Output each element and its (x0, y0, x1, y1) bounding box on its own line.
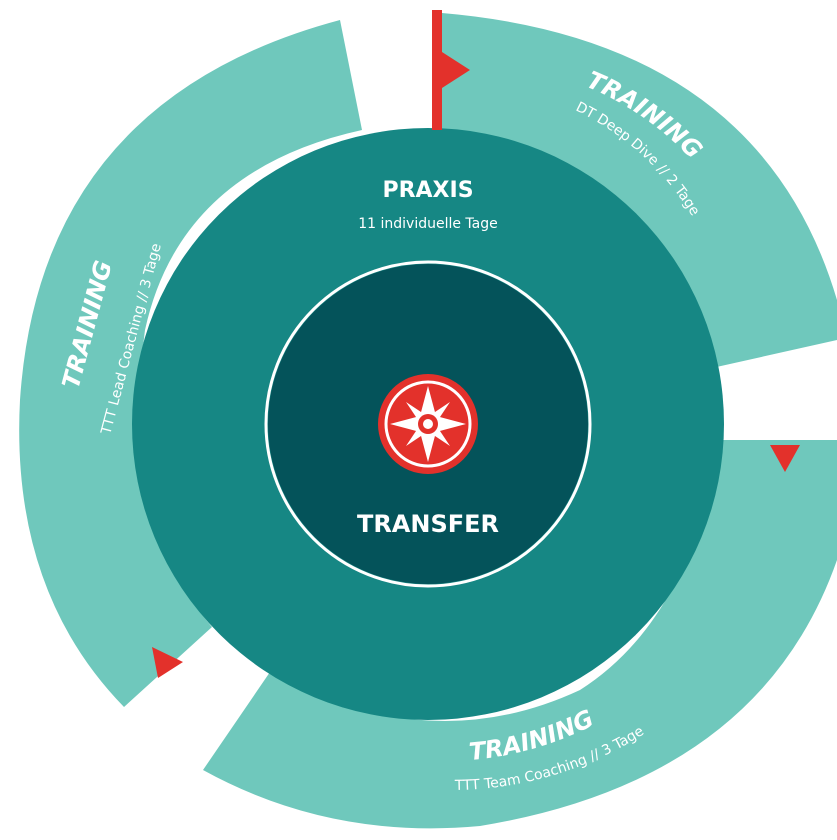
marker-triangle-icon (152, 647, 183, 678)
praxis-subtitle: 11 individuelle Tage (358, 216, 498, 232)
training-segment-dt-deep-dive (442, 13, 837, 368)
start-flag-icon (432, 10, 470, 130)
training-segment-ttt-lead-coaching (19, 20, 363, 707)
transfer-label: TRANSFER (357, 510, 499, 538)
compass-icon (378, 374, 478, 474)
training-segment-ttt-team-coaching (203, 440, 837, 829)
praxis-title: PRAXIS (382, 178, 473, 203)
marker-triangle-icon (770, 445, 800, 472)
